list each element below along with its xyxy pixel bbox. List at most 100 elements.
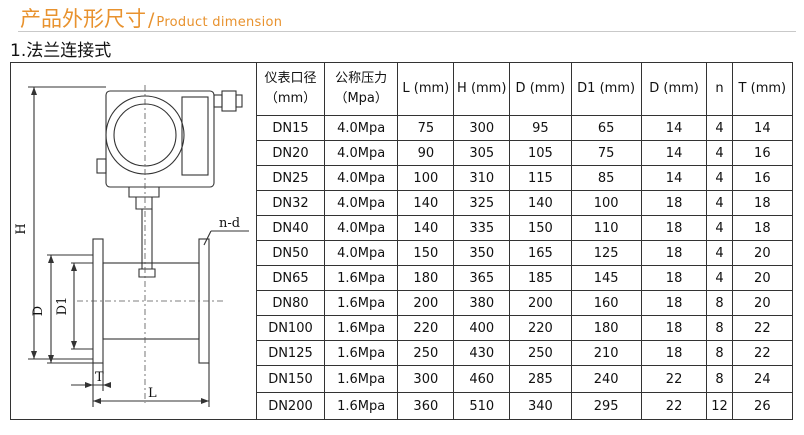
cell-pressure: 1.6Mpa [323,265,399,291]
cell-l: 200 [397,290,455,316]
cell-l: 300 [397,365,455,393]
cell-d: 285 [509,365,572,393]
cell-pressure: 4.0Mpa [323,240,399,266]
cell-h: 335 [453,215,511,241]
cell-h: 305 [453,140,511,166]
cell-pressure: 4.0Mpa [323,140,399,166]
section-title: 1.法兰连接式 [10,41,112,61]
col-header-bolt-d: D (mm) [640,62,708,116]
cell-h: 350 [453,240,511,266]
cell-l: 75 [397,115,455,141]
cell-t: 22 [731,315,794,341]
cell-n: 4 [706,165,733,191]
col-header-n: n [706,62,733,116]
neck-step [135,197,153,210]
cell-h: 300 [453,115,511,141]
label-d1: D1 [55,297,70,316]
housing-side-cover [181,96,209,176]
label-l: L [148,386,157,401]
dimension-table: 仪表口径 （mm） 公称压力 （Mpa） L (mm) H (mm) D (mm… [256,62,794,420]
cell-n: 4 [706,140,733,166]
cell-d1: 125 [570,240,642,266]
cell-size: DN80 [256,290,325,316]
cell-size: DN15 [256,115,325,141]
cell-d: 165 [509,240,572,266]
cell-bolt-d: 18 [640,290,708,316]
cell-bolt-d: 18 [640,240,708,266]
cell-h: 380 [453,290,511,316]
cell-size: DN25 [256,165,325,191]
cell-h: 365 [453,265,511,291]
flowmeter-drawing: H D D1 n-d T L [10,62,257,420]
cell-size: DN100 [256,315,325,341]
cell-n: 4 [706,115,733,141]
cell-n: 4 [706,215,733,241]
cable-gland [221,90,237,112]
col-header-d: D (mm) [509,62,572,116]
col-header-d1: D1 (mm) [570,62,642,116]
page-heading: 产品外形尺寸 / Product dimension [20,3,282,31]
cell-size: DN150 [256,365,325,393]
cell-size: DN65 [256,265,325,291]
cell-size: DN32 [256,190,325,216]
cell-pressure: 4.0Mpa [323,190,399,216]
cell-pressure: 4.0Mpa [323,165,399,191]
cell-n: 8 [706,315,733,341]
dim-l-arrow-left [93,398,101,404]
col-header-h: H (mm) [453,62,511,116]
cell-pressure: 4.0Mpa [323,115,399,141]
cell-size: DN40 [256,215,325,241]
cell-t: 16 [731,165,794,191]
cell-d1: 75 [570,140,642,166]
cell-pressure: 1.6Mpa [323,290,399,316]
col-header-size: 仪表口径 （mm） [256,62,325,116]
cell-d: 250 [509,340,572,366]
cell-l: 90 [397,140,455,166]
cell-h: 400 [453,315,511,341]
heading-separator: / [148,9,155,31]
cell-t: 16 [731,140,794,166]
cell-d: 105 [509,140,572,166]
dim-h-arrow-bottom [31,351,37,359]
cell-t: 22 [731,340,794,366]
dim-d-arrow-top [48,255,54,263]
cell-d1: 65 [570,115,642,141]
housing-side-plug [96,158,107,174]
cell-pressure: 1.6Mpa [323,340,399,366]
dim-t-arrow-left [85,382,93,388]
flowmeter-drawing-svg: H D D1 n-d T L [14,85,249,407]
converter-housing [105,90,215,188]
col-header-t: T (mm) [731,62,794,116]
cell-d: 340 [509,392,572,420]
cell-bolt-d: 14 [640,165,708,191]
display-window-outer [105,95,185,175]
cell-d: 115 [509,165,572,191]
cell-t: 24 [731,365,794,393]
cell-d: 185 [509,265,572,291]
cell-bolt-d: 22 [640,392,708,420]
cell-n: 12 [706,392,733,420]
col-header-pressure: 公称压力 （Mpa） [323,62,399,116]
label-t: T [95,370,104,385]
cell-d: 140 [509,190,572,216]
cell-n: 8 [706,290,733,316]
cell-l: 360 [397,392,455,420]
cell-l: 140 [397,215,455,241]
dim-h-arrow-top [31,87,37,95]
label-d: D [31,306,46,316]
cell-size: DN20 [256,140,325,166]
cell-size: DN125 [256,340,325,366]
cell-l: 140 [397,190,455,216]
cell-t: 20 [731,265,794,291]
dim-l-arrow-right [201,398,209,404]
cell-n: 4 [706,265,733,291]
